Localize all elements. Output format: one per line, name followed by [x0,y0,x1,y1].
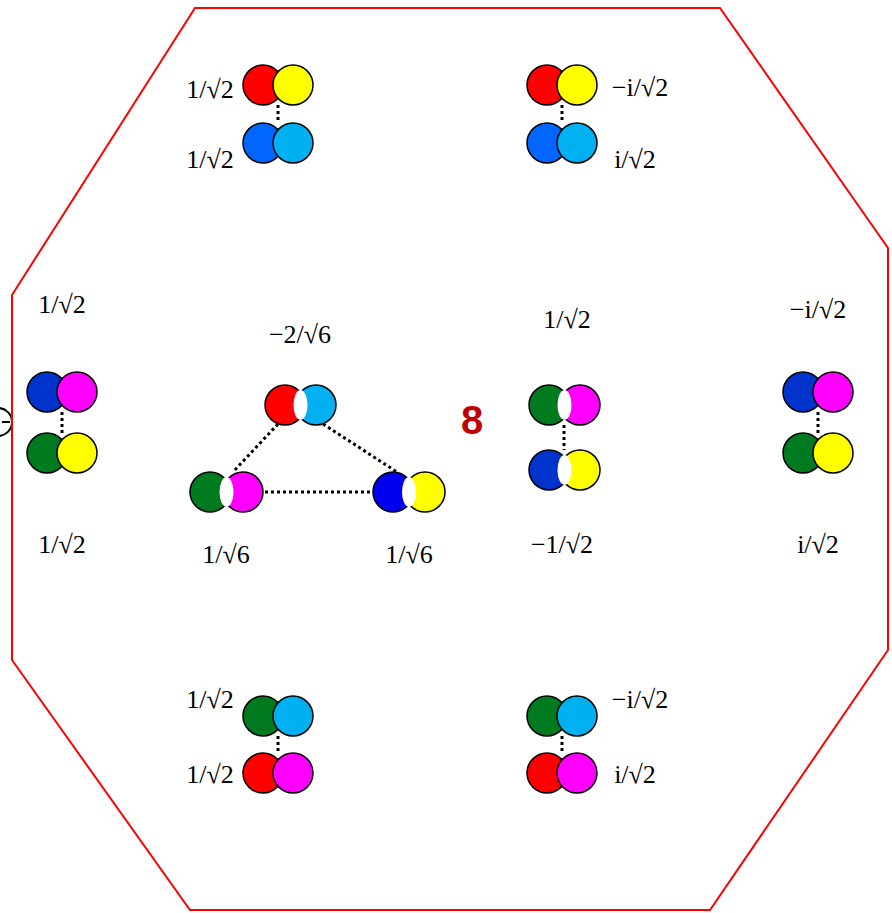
coefficient: −i/√2 [612,73,668,103]
coefficient: −i/√2 [612,685,668,715]
octagon-border [12,8,888,910]
coefficient: 1/√6 [202,540,250,570]
coefficient: 1/√2 [186,685,234,715]
coefficient: 1/√2 [38,530,86,560]
coefficient: −1/√2 [531,530,593,560]
coefficient: 1/√2 [543,305,591,335]
coefficient: 1/√2 [186,145,234,175]
coefficient: 1/√2 [186,760,234,790]
coefficient: i/√2 [614,145,656,175]
coefficient: 1/√6 [385,540,433,570]
coefficient: 1/√2 [186,75,234,105]
coefficient: 1/√2 [38,290,86,320]
coefficient: −2/√6 [269,320,331,350]
multiplet-number: 8 [461,398,483,443]
coefficient: −i/√2 [790,295,846,325]
coefficient: i/√2 [797,530,839,560]
coefficient: i/√2 [614,760,656,790]
